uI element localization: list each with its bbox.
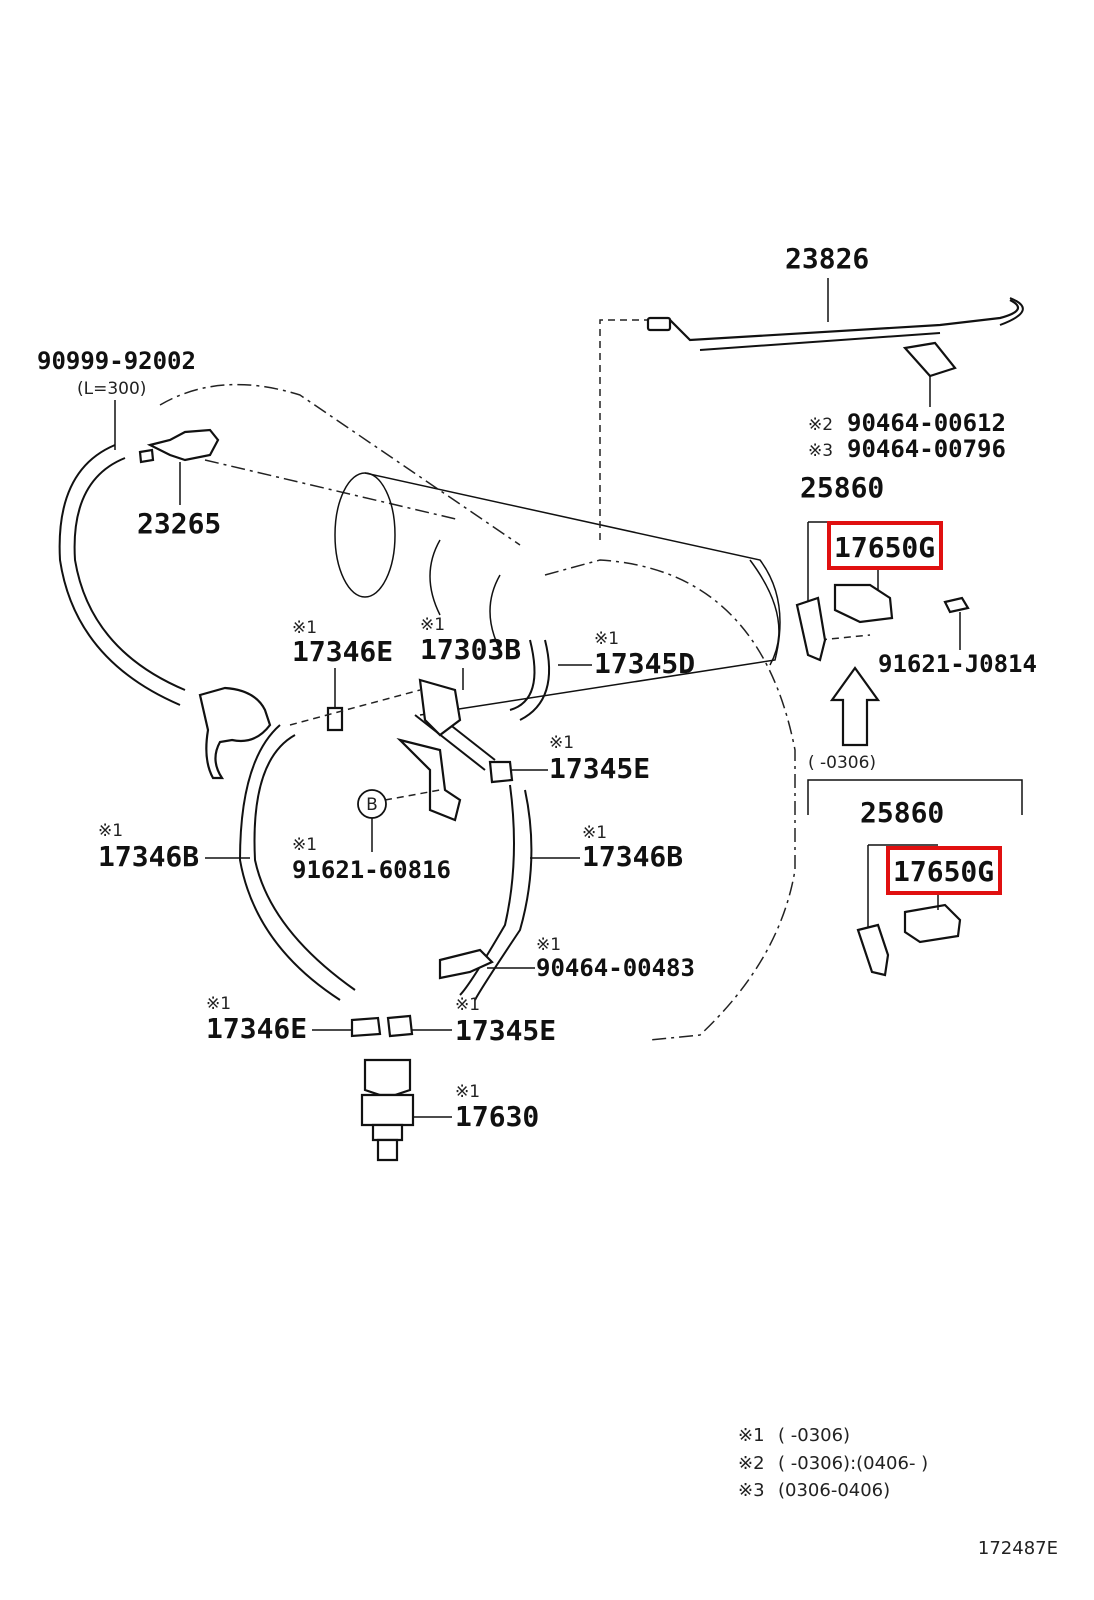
footnote-1-mark: ※1 [738, 1425, 765, 1446]
bracket-assembly-bottom [807, 779, 1023, 977]
leader-lines [205, 664, 592, 1118]
part-label-17346e-bottom[interactable]: 17346E [206, 1012, 307, 1045]
part-label-25860-top[interactable]: 25860 [800, 471, 884, 504]
variant-range-note: ( -0306) [808, 753, 876, 773]
part-label-17650g-bottom[interactable]: 17650G [893, 855, 994, 888]
part-length-note: (L=300) [77, 379, 146, 399]
footnote-1-range: ( -0306) [778, 1425, 850, 1446]
note-mark-17345d: ※1 [594, 629, 619, 649]
note-mark-17346e-bottom: ※1 [206, 994, 231, 1014]
vacuum-valve-23265 [58, 400, 272, 780]
callout-b-circle [357, 789, 387, 819]
part-label-91621-j0814[interactable]: 91621-J0814 [878, 650, 1037, 678]
highlight-box-top [827, 521, 943, 570]
part-label-17650g-top[interactable]: 17650G [834, 531, 935, 564]
note-mark-17345e-bottom: ※1 [455, 995, 480, 1015]
part-label-25860-bottom[interactable]: 25860 [860, 796, 944, 829]
note-mark-91621-60816: ※1 [292, 835, 317, 855]
note-mark-17345e-mid: ※1 [549, 733, 574, 753]
hoses [238, 639, 551, 1038]
part-label-17346b-left[interactable]: 17346B [98, 840, 199, 873]
highlight-box-bottom [886, 846, 1002, 895]
footnote-3-mark: ※3 [738, 1480, 765, 1501]
part-label-17630[interactable]: 17630 [455, 1100, 539, 1133]
note-mark-3: ※3 [808, 441, 833, 461]
note-mark-17346b-right: ※1 [582, 823, 607, 843]
part-label-17345e-mid[interactable]: 17345E [549, 752, 650, 785]
part-label-90464-00483[interactable]: 90464-00483 [536, 954, 695, 982]
note-mark-17303b: ※1 [420, 615, 445, 635]
note-mark-2: ※2 [808, 415, 833, 435]
part-label-17346b-right[interactable]: 17346B [582, 840, 683, 873]
part-label-90464-00796[interactable]: 90464-00796 [847, 435, 1006, 463]
footnotes: ※1 ( -0306) ※2 ( -0306):(0406- ) ※3 (030… [738, 1425, 928, 1501]
part-label-17345d[interactable]: 17345D [594, 647, 695, 680]
note-mark-90464-00483: ※1 [536, 935, 561, 955]
vacuum-switch-17630 [360, 1058, 415, 1162]
footnote-3-range: (0306-0406) [778, 1480, 890, 1501]
footnote-2-mark: ※2 [738, 1453, 765, 1474]
vent-rod-23826 [646, 278, 1024, 407]
part-label-23265[interactable]: 23265 [137, 507, 221, 540]
illustration-id: 172487E [978, 1538, 1058, 1559]
note-mark-17346e-top: ※1 [292, 618, 317, 638]
note-mark-17346b-left: ※1 [98, 821, 123, 841]
part-label-23826[interactable]: 23826 [785, 242, 869, 275]
part-label-17346e-top[interactable]: 17346E [292, 635, 393, 668]
note-mark-17630: ※1 [455, 1082, 480, 1102]
part-label-90999-92002[interactable]: 90999-92002 [37, 347, 196, 375]
part-label-17345e-bottom[interactable]: 17345E [455, 1014, 556, 1047]
callout-b-label: B [366, 795, 378, 815]
part-label-91621-60816[interactable]: 91621-60816 [292, 856, 451, 884]
part-label-17303b[interactable]: 17303B [420, 633, 521, 666]
canister-outline [159, 319, 871, 1041]
footnote-2-range: ( -0306):(0406- ) [778, 1453, 928, 1474]
part-label-90464-00612[interactable]: 90464-00612 [847, 409, 1006, 437]
